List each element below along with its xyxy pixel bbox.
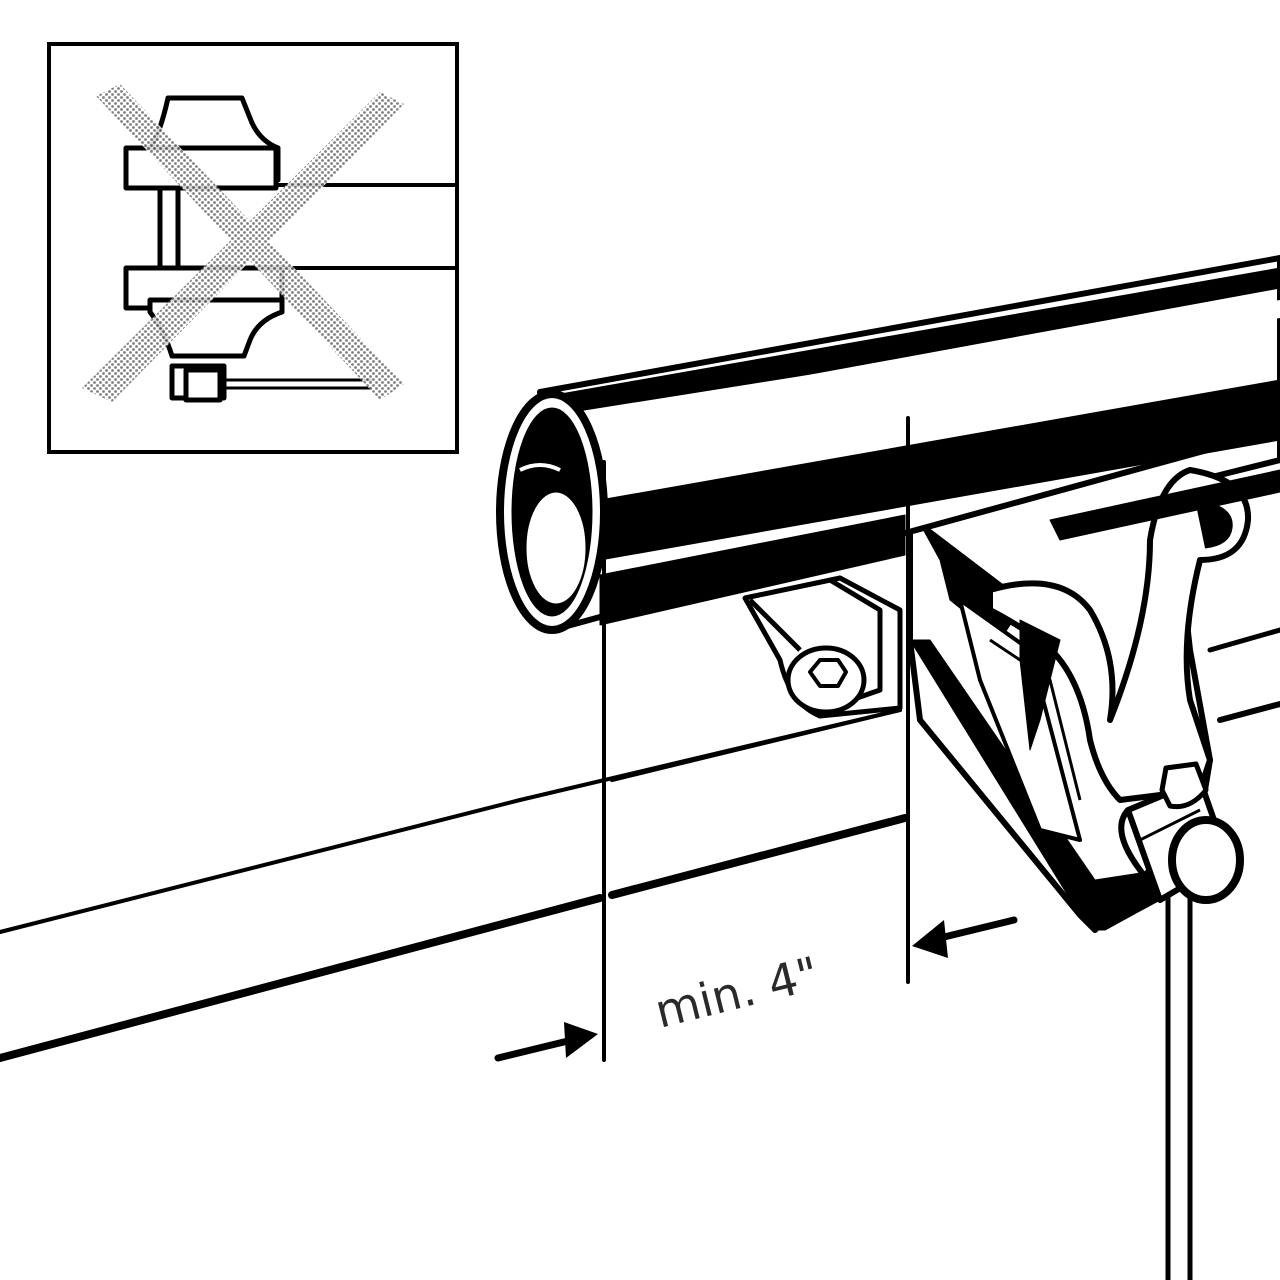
dimension-label: min. 4" [650,946,825,1039]
dimension-indicator [494,416,1018,1062]
inner-bracket [742,575,903,719]
mounting-board [0,627,1280,1062]
arrow-right-icon [494,1022,598,1062]
cord-and-endcap [1118,761,1244,1280]
incorrect-cross-mark [82,84,404,402]
hex-bolt-icon [808,658,848,688]
arrow-left-icon [912,916,1018,958]
incorrect-mounting-inset [47,42,459,454]
